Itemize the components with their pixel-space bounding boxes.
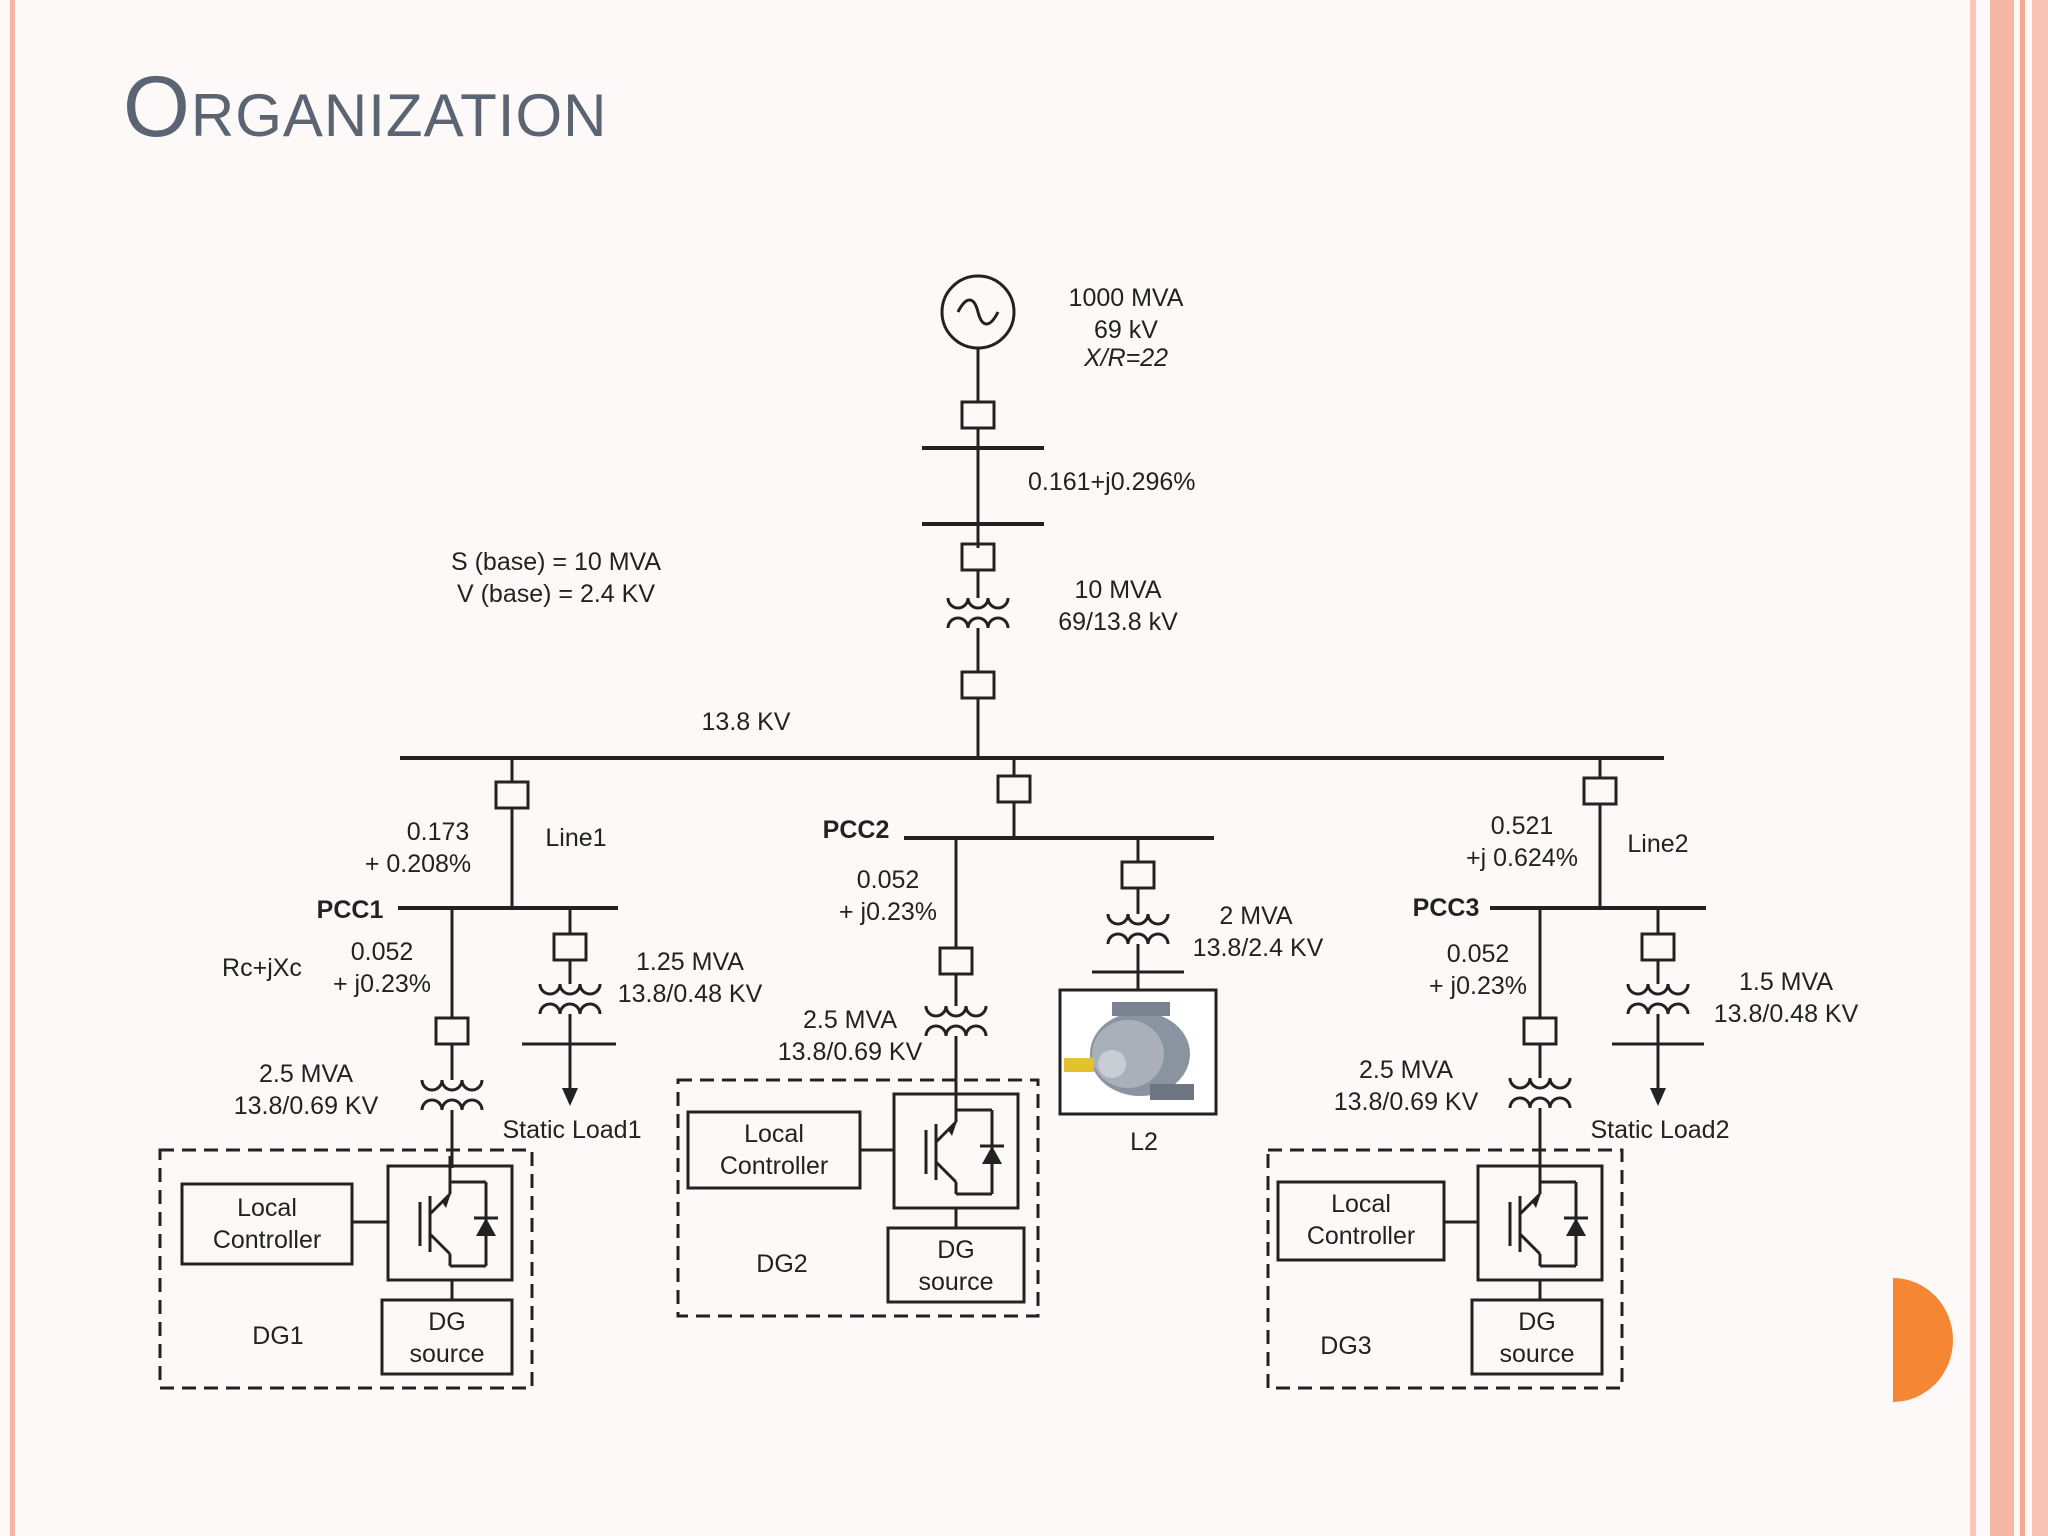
pcc1-rc-impedance-1: 0.052 bbox=[351, 938, 414, 966]
load2-transformer bbox=[1626, 982, 1690, 1016]
main-tx-rating: 10 MVA bbox=[1074, 576, 1161, 604]
slide-title: Organization bbox=[123, 59, 608, 155]
motor-tx-rating: 2 MVA bbox=[1219, 902, 1292, 930]
motor-label: L2 bbox=[1130, 1128, 1158, 1156]
pcc3-rc-impedance-2: + j0.23% bbox=[1429, 972, 1527, 1000]
breaker-tx-low bbox=[960, 670, 996, 700]
dg2-tx-rating: 2.5 MVA bbox=[803, 1006, 897, 1034]
grid-rating-label: 1000 MVA bbox=[1069, 284, 1184, 312]
load1-tx-rating: 1.25 MVA bbox=[636, 948, 744, 976]
dg3-source bbox=[1470, 1298, 1604, 1376]
line1-label: Line1 bbox=[545, 824, 606, 852]
dg3-tx-ratio: 13.8/0.69 KV bbox=[1334, 1088, 1479, 1116]
dg1-group bbox=[158, 1148, 534, 1390]
dg2-tx-ratio: 13.8/0.69 KV bbox=[778, 1038, 923, 1066]
breaker-line1 bbox=[494, 780, 530, 810]
dg1-source-line1: DG bbox=[428, 1308, 466, 1336]
static-load1-label: Static Load1 bbox=[503, 1116, 642, 1144]
dg1-tx-ratio: 13.8/0.69 KV bbox=[234, 1092, 379, 1120]
line2-label: Line2 bbox=[1627, 830, 1688, 858]
dg2-group bbox=[676, 1078, 1040, 1318]
breaker-motor bbox=[1120, 860, 1156, 890]
dg2-controller-line2: Controller bbox=[720, 1152, 828, 1180]
grid-source bbox=[940, 274, 1016, 350]
load2-tx-rating: 1.5 MVA bbox=[1739, 968, 1833, 996]
line1-impedance-1: 0.173 bbox=[407, 818, 470, 846]
grid-voltage-label: 69 kV bbox=[1094, 316, 1158, 344]
line2-impedance-2: +j 0.624% bbox=[1466, 844, 1578, 872]
load2-arrow bbox=[1650, 1088, 1666, 1106]
pcc1-rc-impedance-2: + j0.23% bbox=[333, 970, 431, 998]
dg3-source-line1: DG bbox=[1518, 1308, 1556, 1336]
dg3-controller-line2: Controller bbox=[1307, 1222, 1415, 1250]
breaker-dg1 bbox=[434, 1016, 470, 1046]
dg3-controller-line1: Local bbox=[1331, 1190, 1391, 1218]
breaker-dg3 bbox=[1522, 1016, 1558, 1046]
dg2-source-line2: source bbox=[918, 1268, 993, 1296]
breaker-line2 bbox=[1582, 776, 1618, 806]
load1-arrow bbox=[562, 1088, 578, 1106]
motor-image bbox=[1058, 988, 1218, 1116]
load2-tx-ratio: 13.8/0.48 KV bbox=[1714, 1000, 1859, 1028]
dg1-source bbox=[380, 1298, 514, 1376]
dg2-controller-line1: Local bbox=[744, 1120, 804, 1148]
breaker-load1 bbox=[552, 932, 588, 962]
bus-voltage-label: 13.8 KV bbox=[702, 708, 791, 736]
pcc2-label: PCC2 bbox=[823, 816, 890, 844]
main-tx-ratio: 69/13.8 kV bbox=[1058, 608, 1178, 636]
motor-tx-ratio: 13.8/2.4 KV bbox=[1193, 934, 1324, 962]
line2-impedance-1: 0.521 bbox=[1491, 812, 1554, 840]
dg2-label: DG2 bbox=[756, 1250, 807, 1278]
dg3-inverter bbox=[1476, 1154, 1604, 1282]
dg2-transformer bbox=[924, 1004, 988, 1038]
dg1-tx-rating: 2.5 MVA bbox=[259, 1060, 353, 1088]
dg2-inverter bbox=[892, 1082, 1020, 1210]
dg1-controller-line1: Local bbox=[237, 1194, 297, 1222]
dg1-local-controller bbox=[180, 1182, 354, 1266]
pcc1-rc-label: Rc+jXc bbox=[222, 954, 302, 982]
static-load2-label: Static Load2 bbox=[1591, 1116, 1730, 1144]
base-power-label: S (base) = 10 MVA bbox=[451, 548, 661, 576]
pcc3-label: PCC3 bbox=[1413, 894, 1480, 922]
breaker-pcc2 bbox=[996, 774, 1032, 804]
pcc2-impedance-2: + j0.23% bbox=[839, 898, 937, 926]
right-border bbox=[1968, 0, 2048, 1536]
dg1-source-line2: source bbox=[409, 1340, 484, 1368]
dg1-transformer bbox=[420, 1078, 484, 1112]
load1-tx-ratio: 13.8/0.48 KV bbox=[618, 980, 763, 1008]
grid-xr-label: X/R=22 bbox=[1083, 344, 1168, 372]
breaker-load2 bbox=[1640, 932, 1676, 962]
left-border bbox=[0, 0, 24, 1536]
dg1-label: DG1 bbox=[252, 1322, 303, 1350]
dg3-group bbox=[1266, 1148, 1624, 1390]
dg3-tx-rating: 2.5 MVA bbox=[1359, 1056, 1453, 1084]
motor-transformer bbox=[1106, 912, 1170, 946]
pcc3-rc-impedance-1: 0.052 bbox=[1447, 940, 1510, 968]
accent-half-circle bbox=[1893, 1278, 1953, 1402]
dg1-controller-line2: Controller bbox=[213, 1226, 321, 1254]
breaker-dg2 bbox=[938, 946, 974, 976]
breaker-grid bbox=[960, 400, 996, 430]
load1-transformer bbox=[538, 982, 602, 1016]
line-impedance-label: 0.161+j0.296% bbox=[1028, 468, 1196, 496]
dg3-label: DG3 bbox=[1320, 1332, 1371, 1360]
base-voltage-label: V (base) = 2.4 KV bbox=[457, 580, 655, 608]
dg1-inverter bbox=[386, 1154, 514, 1282]
dg3-transformer bbox=[1508, 1076, 1572, 1110]
pcc2-impedance-1: 0.052 bbox=[857, 866, 920, 894]
line1-impedance-2: + 0.208% bbox=[365, 850, 471, 878]
dg2-source-line1: DG bbox=[937, 1236, 975, 1264]
dg2-source bbox=[886, 1226, 1026, 1304]
main-transformer bbox=[946, 596, 1010, 630]
dg3-source-line2: source bbox=[1499, 1340, 1574, 1368]
pcc1-label: PCC1 bbox=[317, 896, 384, 924]
